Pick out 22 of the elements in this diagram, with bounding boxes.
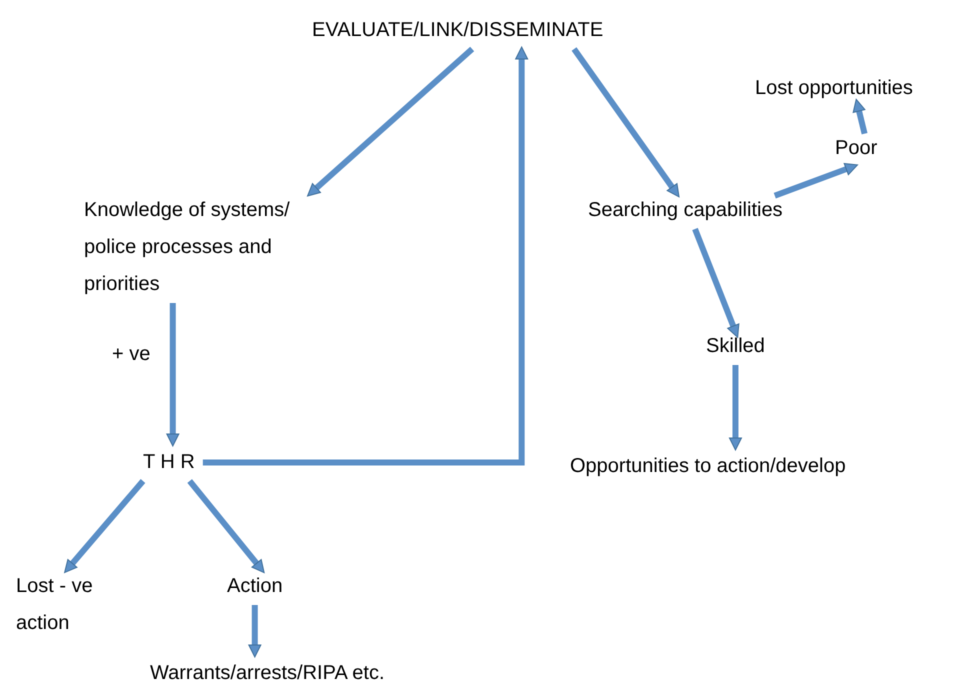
node-label: Opportunities to action/develop	[570, 454, 846, 479]
node-label: Warrants/arrests/RIPA etc.	[150, 661, 385, 686]
arrow	[774, 162, 858, 199]
arrow	[692, 228, 740, 338]
node-label: Knowledge of systems/ police processes and priorities	[84, 198, 291, 297]
arrow	[187, 479, 265, 574]
node-label: Poor	[835, 136, 878, 161]
node-label: Lost - ve action	[16, 574, 94, 636]
arrow	[572, 47, 680, 198]
node-label: EVALUATE/LINK/DISSEMINATE	[312, 18, 604, 43]
arrow	[248, 605, 262, 658]
node-label: Searching capabilities	[588, 198, 783, 223]
arrow	[64, 479, 146, 574]
node-label: T H R	[143, 450, 195, 475]
node-label: Action	[227, 574, 283, 599]
arrow	[202, 46, 528, 466]
node-label: Lost opportunities	[755, 76, 913, 101]
node-label: Skilled	[706, 334, 765, 359]
arrow	[166, 303, 180, 446]
arrow	[307, 46, 474, 196]
arrow	[728, 365, 742, 450]
arrow	[852, 98, 868, 134]
